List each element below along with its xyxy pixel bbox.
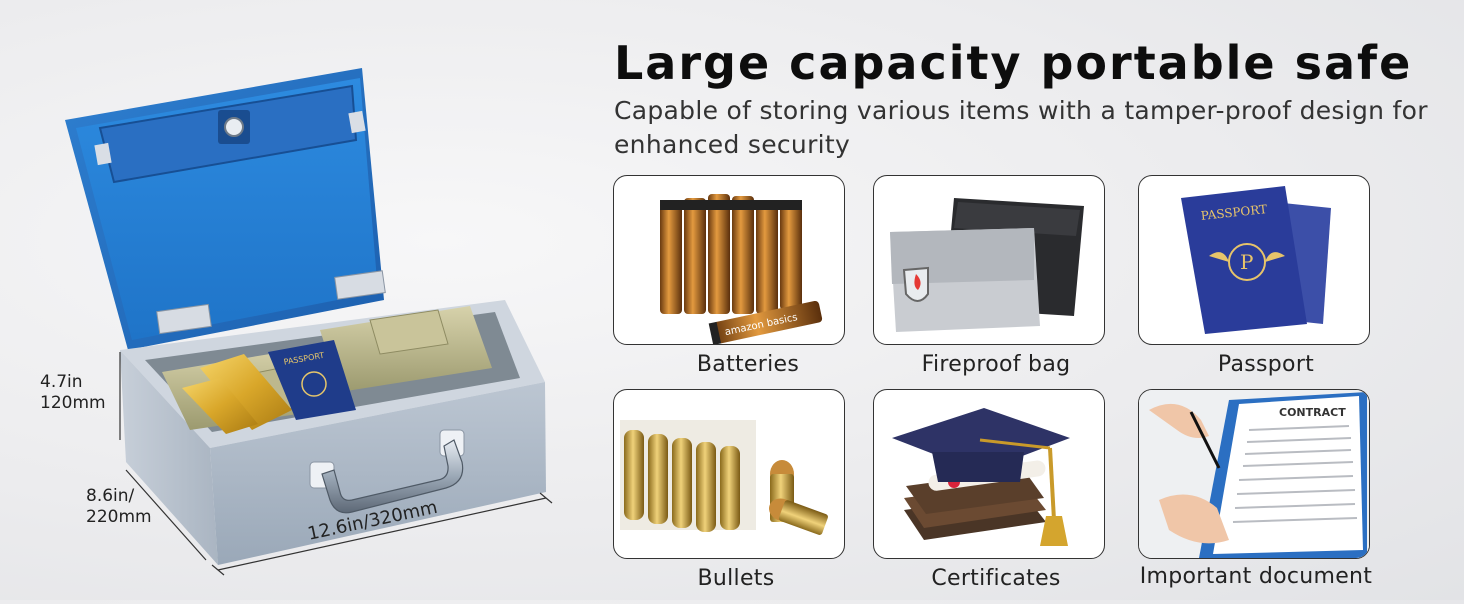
depth-dimension-label: 8.6in/ 220mm [86,486,152,528]
height-inches: 4.7in [40,372,83,392]
contract-document-icon: CONTRACT [1139,390,1369,558]
safe-handle [309,429,465,514]
certificates-icon [892,408,1070,546]
batteries-icon: amazon basics [660,194,823,344]
dimension-lines [119,352,553,576]
caption-batteries: Batteries [696,352,800,377]
svg-text:P: P [1240,250,1253,274]
depth-mm: 220mm [86,507,152,527]
caption-bullets: Bullets [697,566,775,591]
card-bullets [613,389,845,559]
bullets-icon [620,420,828,535]
safe-lid [65,68,386,350]
caption-important-document: Important document [1139,564,1373,589]
contract-text: CONTRACT [1279,406,1346,419]
card-important-document: CONTRACT [1138,389,1370,559]
height-dimension-label: 4.7in 120mm [40,372,106,414]
passport-text: PASSPORT [1200,202,1268,223]
card-batteries: amazon basics [613,175,845,345]
safe-illustration: PASSPORT [0,0,600,600]
caption-fireproof-bag: Fireproof bag [921,352,1071,377]
card-passport: PASSPORT P [1138,175,1370,345]
page-subtitle: Capable of storing various items with a … [614,96,1428,159]
passport-icon: PASSPORT P [1181,186,1331,334]
safe-body: PASSPORT [120,300,546,565]
fireproof-bag-icon [890,198,1084,332]
card-certificates [873,389,1105,559]
page-title: Large capacity portable safe [614,36,1413,90]
card-fireproof-bag [873,175,1105,345]
height-mm: 120mm [40,393,106,413]
caption-passport: Passport [1217,352,1315,377]
caption-certificates: Certificates [931,566,1061,591]
passport-in-safe: PASSPORT [268,340,356,420]
depth-inches: 8.6in/ [86,486,135,506]
